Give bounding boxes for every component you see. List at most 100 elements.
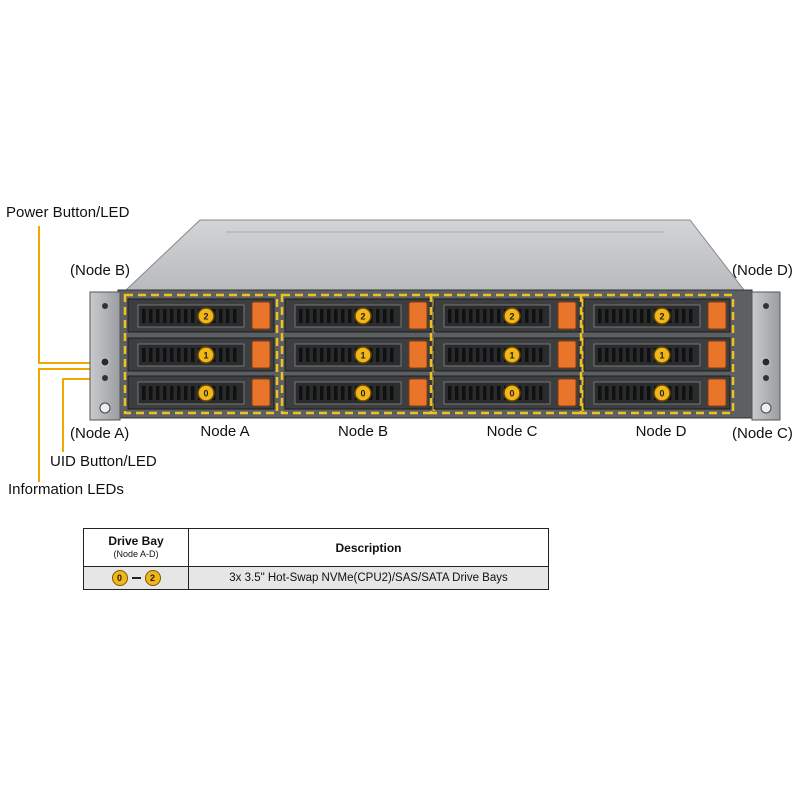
drive-release-tab [707,340,727,369]
vent-slot [233,348,237,362]
vent-slot [348,348,352,362]
vent-slot [191,386,195,400]
vent-slot [390,348,394,362]
vent-slot [184,348,188,362]
vent-slot [598,348,602,362]
node-c-bay-border [429,293,585,415]
drive-tray-node-b-bay-0[interactable]: 0 [284,375,432,410]
callout-line-info [38,368,40,482]
drive-tray-node-b-bay-2[interactable]: 2 [284,298,432,333]
vent-slot [525,386,529,400]
node-c-right-label: (Node C) [732,425,793,442]
vent-slot [226,386,230,400]
bay-number-badge [653,307,671,325]
vent-slot [612,348,616,362]
vent-slot [448,348,452,362]
vent-slot [539,348,543,362]
callout-line-uid-h [62,378,96,380]
drive-tray-node-a-bay-0[interactable]: 0 [127,375,275,410]
vent-slot [348,386,352,400]
vent-slot [633,309,637,323]
bay-number-text: 0 [509,389,514,399]
vent-slot [142,386,146,400]
node-a-label: Node A [200,423,250,440]
drive-tray-node-a-bay-1[interactable]: 1 [127,337,275,372]
drive-bay-title: Drive Bay [108,534,164,548]
vent-slot [525,309,529,323]
vent-slot [448,386,452,400]
vent-slot [626,386,630,400]
vent-slot [462,386,466,400]
drive-tray-node-a-bay-2[interactable]: 2 [127,298,275,333]
vent-slot [605,386,609,400]
vent-slot [334,348,338,362]
vent-slot [532,309,536,323]
vent-slot [525,348,529,362]
vent-slot [539,309,543,323]
vent-slot [219,309,223,323]
drive-release-tab [251,301,271,330]
power-button-label: Power Button/LED [6,204,130,221]
vent-slot [327,348,331,362]
vent-slot [633,386,637,400]
vent-slot [306,386,310,400]
vent-slot [390,386,394,400]
vent-slot [320,309,324,323]
vent-slot [226,348,230,362]
drive-tray-node-c-bay-0[interactable]: 0 [433,375,581,410]
bay-number-badge [503,307,521,325]
vent-slot [313,386,317,400]
drive-bay-description: 3x 3.5" Hot-Swap NVMe(CPU2)/SAS/SATA Dri… [189,567,548,589]
vent-slot [682,309,686,323]
vent-slot [476,386,480,400]
vent-slot [598,309,602,323]
bay-badge-end: 2 [144,570,161,586]
vent-slot [675,348,679,362]
node-d-label: Node D [635,423,687,440]
vent-slot [483,309,487,323]
drive-release-tab [408,340,428,369]
vent-slot [598,386,602,400]
vent-slot [497,309,501,323]
vent-slot [149,348,153,362]
bay-number-badge [354,346,372,364]
drive-tray-node-b-bay-1[interactable]: 1 [284,337,432,372]
drive-release-tab [707,301,727,330]
drive-tray-node-d-bay-2[interactable]: 2 [583,298,731,333]
vent-slot [149,309,153,323]
vent-slot [469,348,473,362]
callout-line-power [38,226,40,363]
information-leds-label: Information LEDs [8,481,124,498]
vent-slot [490,348,494,362]
bay-number-badge [653,346,671,364]
vent-slot [682,386,686,400]
vent-slot [483,386,487,400]
vent-slot [156,386,160,400]
vent-slot [170,348,174,362]
vent-slot [497,348,501,362]
vent-slot [476,309,480,323]
vent-slot [191,309,195,323]
vent-slot [156,348,160,362]
uid-button-label: UID Button/LED [50,453,157,470]
drive-tray-node-c-bay-1[interactable]: 1 [433,337,581,372]
vent-slot [320,386,324,400]
bay-number-text: 1 [659,351,664,361]
vent-slot [341,309,345,323]
vent-slot [142,309,146,323]
vent-slot [640,386,644,400]
node-b-label: Node B [337,423,389,440]
node-c-label: Node C [486,423,538,440]
vent-slot [455,309,459,323]
bay-number-badge [503,346,521,364]
vent-slot [376,309,380,323]
bay-number-badge [354,384,372,402]
drive-tray-node-c-bay-2[interactable]: 2 [433,298,581,333]
drive-tray-node-d-bay-1[interactable]: 1 [583,337,731,372]
vent-slot [462,309,466,323]
vent-slot [455,386,459,400]
drive-tray-node-d-bay-0[interactable]: 0 [583,375,731,410]
vent-slot [612,386,616,400]
vent-slot [341,386,345,400]
